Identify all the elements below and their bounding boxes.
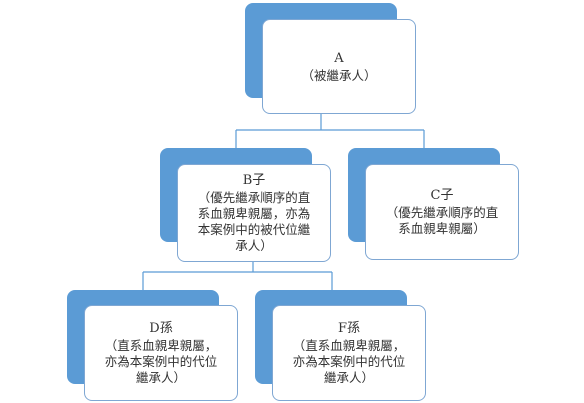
node-d-desc: （直系血親卑親屬， 亦為本案例中的代位 繼承人）: [104, 338, 218, 385]
node-f-desc: （直系血親卑親屬， 亦為本案例中的代位 繼承人）: [292, 338, 406, 385]
node-a-desc: （被繼承人）: [301, 67, 377, 83]
node-b-title: B子: [242, 173, 266, 188]
node-a-title: A: [334, 50, 344, 66]
node-b-card: B子 （優先繼承順序的直 系血親卑親屬，亦為 本案例中的被代位繼 承人）: [177, 164, 331, 262]
node-d-title: D孫: [149, 321, 173, 336]
node-a-card: A （被繼承人）: [262, 19, 416, 114]
node-c-desc: （優先繼承順序的直 系血親卑親屬）: [385, 205, 499, 236]
node-b-desc: （優先繼承順序的直 系血親卑親屬，亦為 本案例中的被代位繼 承人）: [197, 190, 311, 253]
node-c-title: C子: [430, 188, 454, 203]
node-f-card: F孫 （直系血親卑親屬， 亦為本案例中的代位 繼承人）: [272, 305, 426, 401]
node-c-card: C子 （優先繼承順序的直 系血親卑親屬）: [365, 164, 519, 260]
node-f-title: F孫: [337, 321, 361, 336]
node-d-card: D孫 （直系血親卑親屬， 亦為本案例中的代位 繼承人）: [84, 305, 238, 401]
